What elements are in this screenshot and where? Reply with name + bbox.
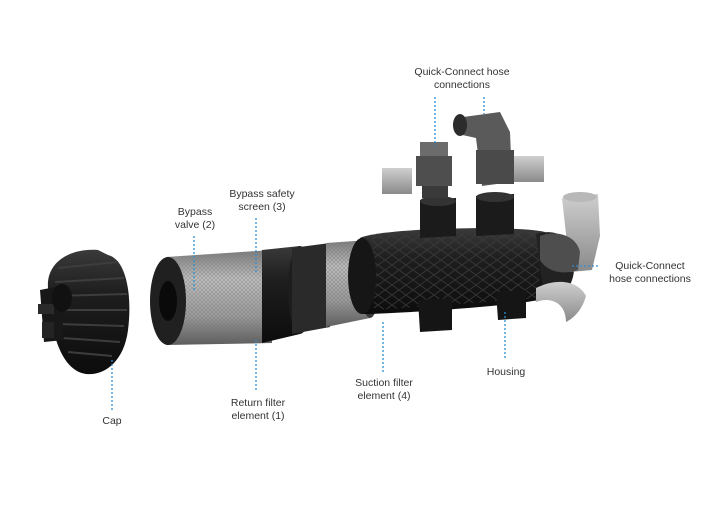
quick-connect-top-parts: [382, 112, 544, 198]
label-housing: Housing: [486, 366, 526, 378]
housing-part: [348, 192, 575, 332]
label-quick-connect-right: Quick-Connect hose connections: [609, 260, 691, 285]
quick-connect-right-parts: [536, 192, 600, 322]
label-cap: Cap: [102, 415, 122, 427]
leader-lines: [111, 97, 600, 410]
label-bypass-valve: Bypass valve (2): [174, 206, 216, 231]
label-quick-connect-top: Quick-Connect hose connections: [414, 66, 510, 91]
cap-part: [38, 249, 130, 375]
label-return-filter: Return filter element (1): [230, 397, 286, 422]
return-filter-part: [150, 246, 312, 345]
label-suction-filter: Suction filter element (4): [355, 377, 413, 402]
label-bypass-screen: Bypass safety screen (3): [229, 188, 295, 213]
